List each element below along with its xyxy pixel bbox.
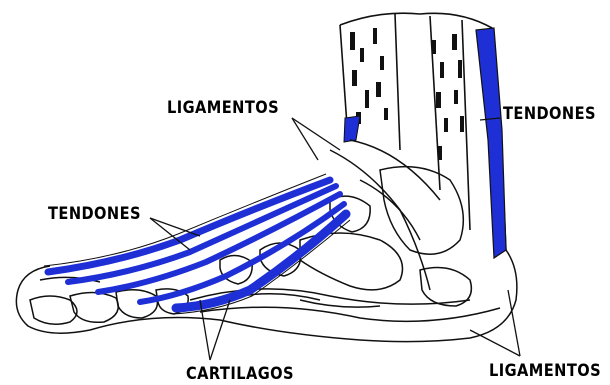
dorsal-tendons	[48, 180, 346, 308]
achilles-tendon	[476, 28, 506, 258]
label-tendones-right: TENDONES	[503, 104, 596, 124]
label-tendones-left: TENDONES	[48, 204, 141, 224]
label-ligamentos-top: LIGAMENTOS	[167, 98, 279, 118]
leg-shading	[350, 28, 464, 160]
ankle-tendon	[344, 116, 360, 142]
label-cartilagos: CARTILAGOS	[186, 364, 294, 384]
pointer-lines	[150, 118, 520, 360]
label-ligamentos-bottom: LIGAMENTOS	[489, 361, 601, 381]
foot-outline	[16, 140, 517, 342]
